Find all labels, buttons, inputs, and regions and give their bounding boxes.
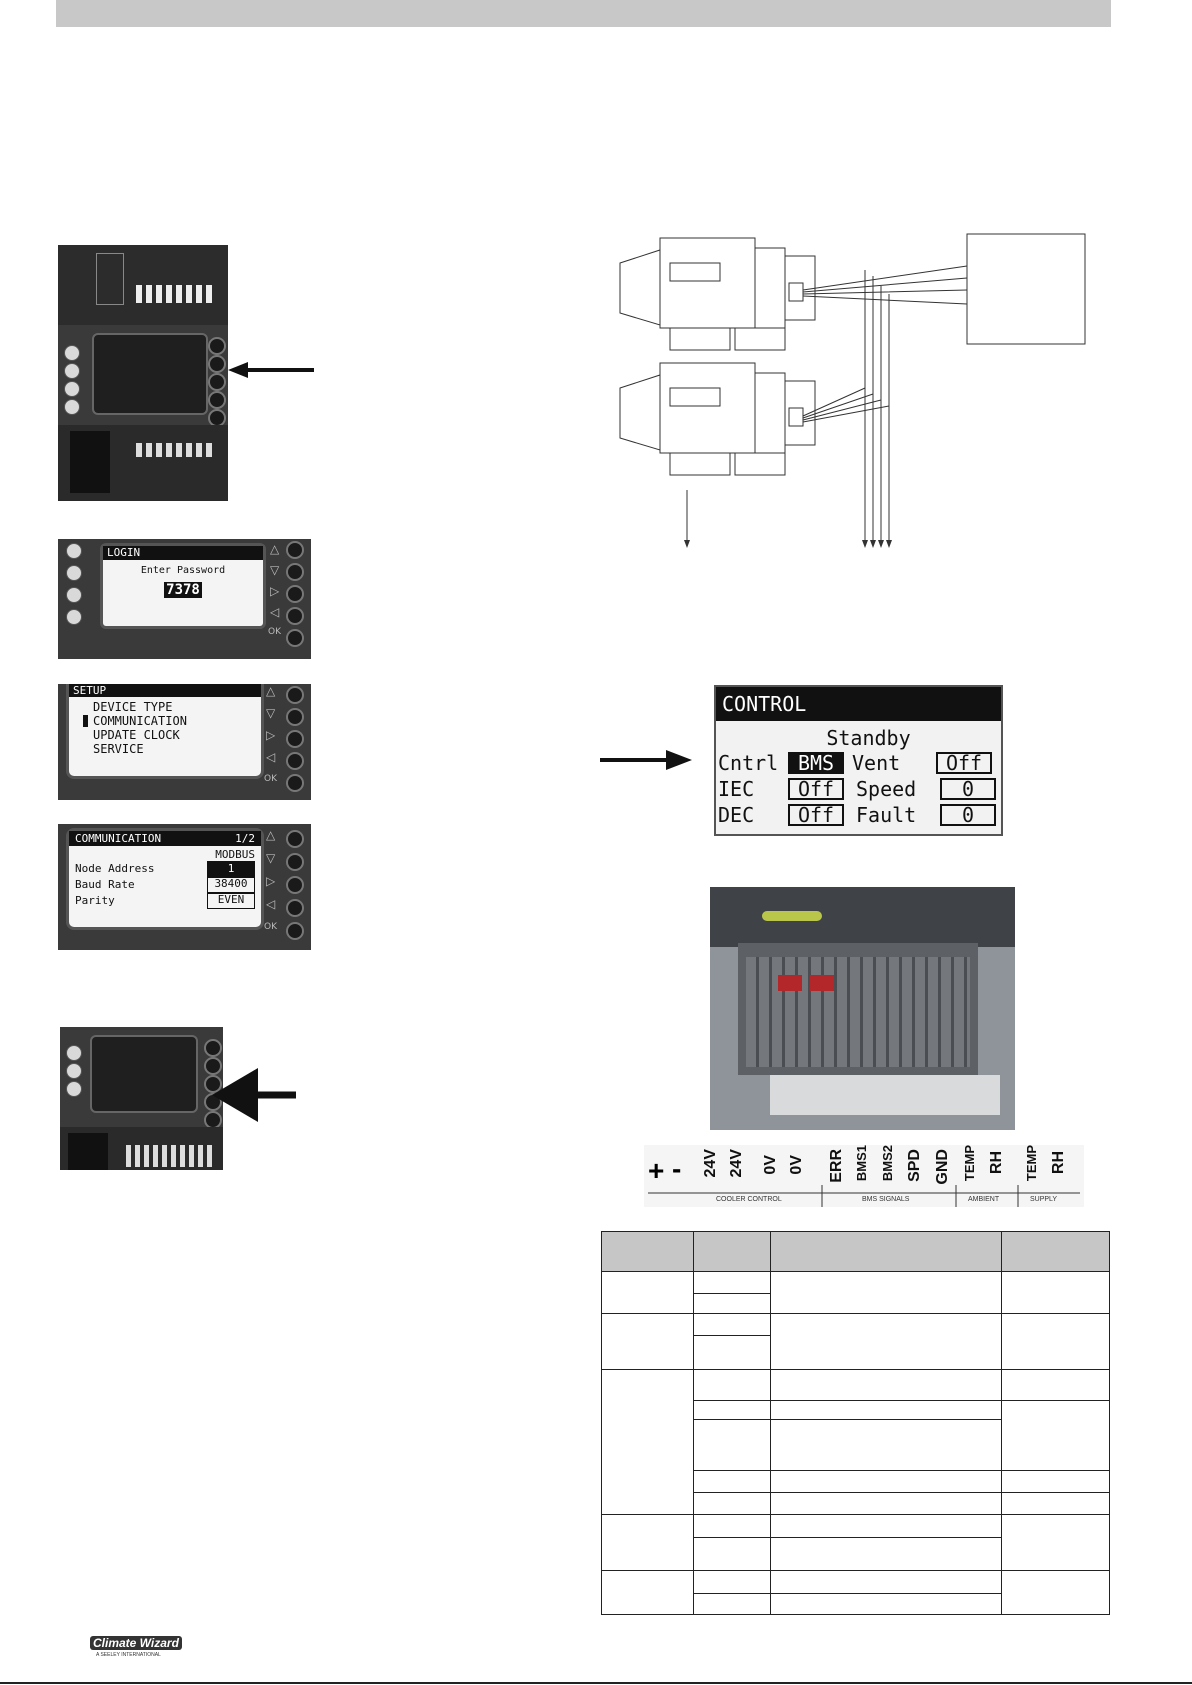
group-cooler-control: COOLER CONTROL — [716, 1196, 782, 1203]
table-row — [602, 1592, 1110, 1616]
table-header-cell — [769, 1231, 1003, 1272]
footer-rule — [0, 1682, 1192, 1684]
table-row — [601, 1270, 1110, 1315]
terminal-temp-supply: TEMP — [1024, 1145, 1039, 1182]
table-row — [602, 1334, 1110, 1371]
iec-value[interactable]: Off — [788, 778, 844, 800]
table-row — [601, 1514, 1110, 1572]
node-address-field[interactable]: 1 — [207, 861, 255, 877]
iec-label: IEC — [718, 777, 755, 801]
login-screen: LOGIN Enter Password 7378 △ ▽ ▷ ◁ OK — [58, 539, 311, 659]
ok-label-icon: OK — [264, 774, 277, 784]
group-bms-signals: BMS SIGNALS — [862, 1196, 910, 1203]
dec-value[interactable]: Off — [788, 804, 844, 826]
table-row — [601, 1570, 1110, 1615]
terminal-0v: 0V — [788, 1155, 805, 1175]
up-arrow-icon: △ — [270, 542, 280, 556]
speed-value[interactable]: 0 — [940, 778, 996, 800]
group-supply: SUPPLY — [1030, 1196, 1058, 1203]
header-bar — [56, 0, 1111, 27]
back-arrow-icon: ◁ — [266, 750, 276, 764]
wiring-diagram — [619, 233, 1086, 548]
table-row — [601, 1369, 1110, 1516]
group-ambient: AMBIENT — [968, 1196, 1000, 1203]
setup-screen: SETUP DEVICE TYPE COMMUNICATION UPDATE C… — [58, 684, 311, 800]
terminal-0v: 0V — [762, 1155, 779, 1175]
up-arrow-icon: △ — [266, 828, 276, 842]
password-value[interactable]: 7378 — [164, 582, 202, 598]
vent-value[interactable]: Off — [936, 752, 992, 774]
ok-label-icon: OK — [264, 922, 277, 932]
communication-screen: COMMUNICATION 1/2 MODBUS Node Address 1 … — [58, 824, 311, 950]
control-mode-value[interactable]: BMS — [788, 752, 844, 774]
login-title: LOGIN — [103, 546, 263, 560]
terminal-spd: SPD — [906, 1149, 923, 1182]
setup-item[interactable]: UPDATE CLOCK — [93, 728, 180, 742]
terminal-table — [601, 1231, 1110, 1616]
back-arrow-icon: ◁ — [266, 897, 276, 911]
terminal-plus: + — [648, 1155, 665, 1186]
table-header-cell — [692, 1231, 771, 1272]
table-header-cell — [1001, 1231, 1110, 1272]
terminal-gnd: GND — [934, 1149, 951, 1185]
dec-label: DEC — [718, 803, 755, 827]
table-row — [601, 1313, 1110, 1371]
arrow-left-icon — [228, 362, 314, 378]
terminal-err: ERR — [828, 1149, 845, 1183]
controller-panel-image — [58, 245, 228, 501]
terminal-rh-ambient: RH — [988, 1151, 1005, 1175]
parity-field[interactable]: EVEN — [207, 893, 255, 909]
up-arrow-icon: △ — [266, 684, 276, 698]
speed-label: Speed — [856, 777, 917, 801]
terminal-temp-ambient: TEMP — [962, 1145, 977, 1182]
selection-cursor — [83, 715, 88, 727]
terminal-bms1: BMS1 — [854, 1145, 869, 1182]
right-arrow-icon: ▷ — [266, 728, 276, 742]
arrow-right-icon — [600, 750, 692, 770]
control-mode-label: Cntrl — [718, 751, 779, 775]
down-arrow-icon: ▽ — [266, 706, 276, 720]
terminal-24v: 24V — [702, 1149, 719, 1178]
protocol-label: MODBUS — [215, 848, 255, 861]
terminal-bms2: BMS2 — [880, 1145, 895, 1182]
table-row — [602, 1418, 1110, 1471]
node-address-label: Node Address — [75, 862, 155, 875]
setup-item-label: COMMUNICATION — [93, 714, 187, 728]
down-arrow-icon: ▽ — [270, 563, 280, 577]
table-header-cell — [601, 1231, 694, 1272]
control-screen: CONTROL Standby Cntrl BMS Vent Off IEC O… — [714, 685, 1003, 836]
terminal-rh-supply: RH — [1050, 1151, 1067, 1175]
fault-value[interactable]: 0 — [940, 804, 996, 826]
logo-text: Climate Wizard — [90, 1636, 182, 1650]
setup-item-selected[interactable]: COMMUNICATION — [69, 714, 261, 728]
password-prompt: Enter Password — [140, 565, 226, 576]
down-arrow-icon: ▽ — [266, 851, 276, 865]
vent-label: Vent — [852, 751, 901, 775]
right-arrow-icon: ▷ — [266, 874, 276, 888]
ok-label-icon: OK — [268, 627, 281, 637]
baud-rate-label: Baud Rate — [75, 878, 135, 891]
table-header-row — [601, 1231, 1110, 1272]
arrow-left-icon — [212, 1068, 296, 1122]
setup-title: SETUP — [69, 684, 261, 697]
parity-label: Parity — [75, 894, 115, 907]
control-status: Standby — [826, 726, 911, 750]
logo-subtext: A SEELEY INTERNATIONAL — [96, 1652, 161, 1658]
terminal-24v: 24V — [728, 1149, 745, 1178]
brand-logo: Climate Wizard A SEELEY INTERNATIONAL — [90, 1636, 190, 1660]
terminal-strip-label: + - 24V 24V 0V 0V ERR BMS1 BMS2 SPD GND … — [644, 1145, 1084, 1207]
terminal-block-photo — [710, 887, 1015, 1130]
terminal-minus: - — [672, 1153, 682, 1184]
control-title: CONTROL — [716, 687, 1001, 721]
fault-label: Fault — [856, 803, 917, 827]
back-arrow-icon: ◁ — [270, 605, 280, 619]
setup-item[interactable]: SERVICE — [93, 742, 144, 756]
setup-item[interactable]: DEVICE TYPE — [93, 700, 173, 714]
right-arrow-icon: ▷ — [270, 584, 280, 598]
controller-panel-image-2 — [60, 1027, 223, 1170]
baud-rate-field[interactable]: 38400 — [207, 877, 255, 893]
page-indicator: 1/2 — [235, 832, 255, 845]
communication-title: COMMUNICATION — [75, 832, 162, 845]
